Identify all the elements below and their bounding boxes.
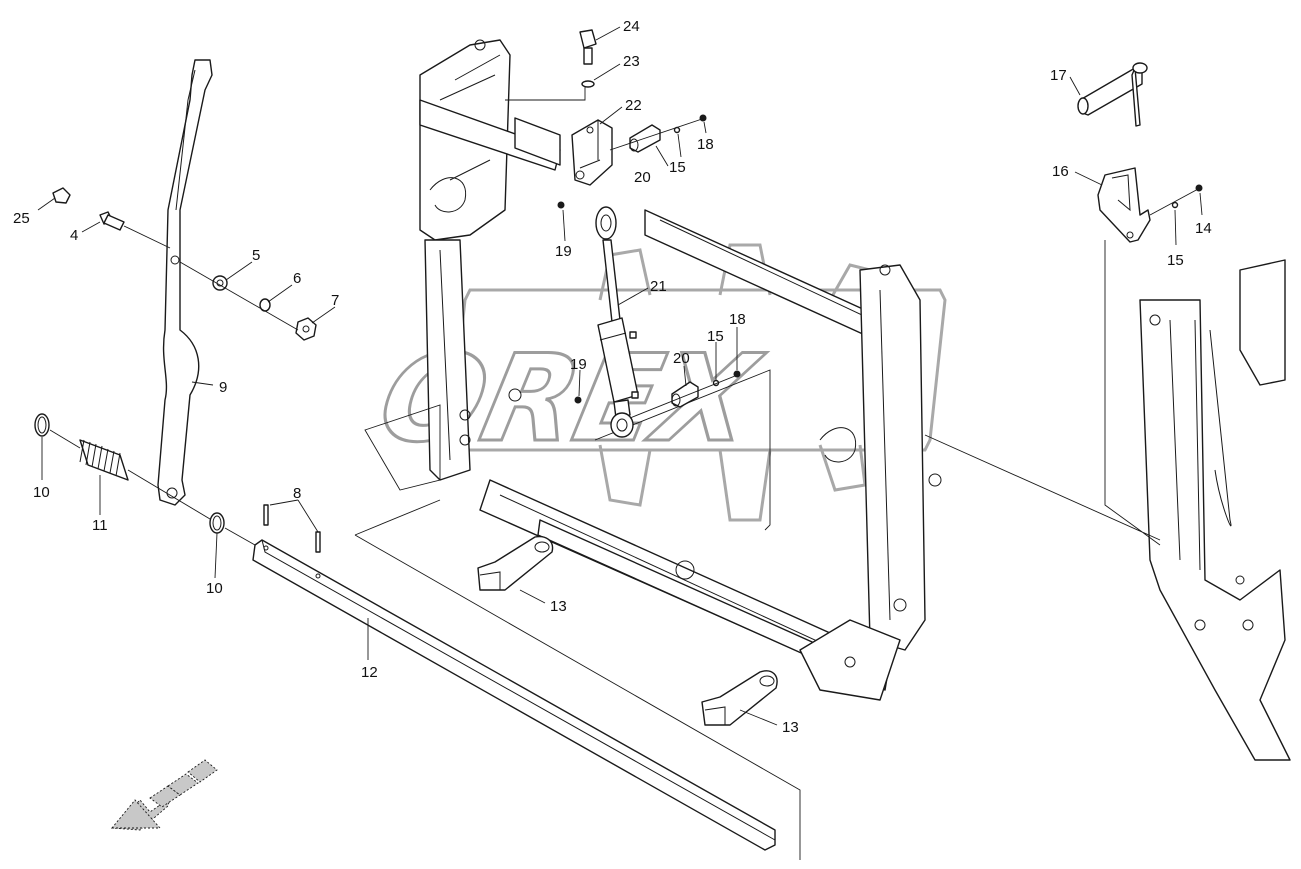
callout-10-right: 10 xyxy=(206,580,223,597)
part-11-spring xyxy=(49,429,216,523)
part-23-washer xyxy=(581,80,595,88)
part-13-crank-lower xyxy=(701,670,778,726)
right-frame-fragment xyxy=(1139,259,1291,761)
callout-25: 25 xyxy=(13,210,30,227)
right-bolt-axis xyxy=(1149,187,1201,216)
carrier-frame xyxy=(419,39,942,701)
watermark-gear-teeth xyxy=(598,243,880,522)
callout-10-left: 10 xyxy=(33,484,50,501)
part-18-bolt-upper xyxy=(699,114,707,122)
part-22-clevis xyxy=(571,119,613,186)
callout-13-upper: 13 xyxy=(550,598,567,615)
callout-21: 21 xyxy=(650,278,667,295)
part-15-washer-right xyxy=(1171,201,1179,209)
lower-pin-axis xyxy=(629,373,741,419)
part-4-bolt xyxy=(99,211,171,249)
part-21-cylinder xyxy=(595,206,639,438)
callout-8: 8 xyxy=(293,485,301,502)
callout-24: 24 xyxy=(623,18,640,35)
callout-19-upper: 19 xyxy=(555,243,572,260)
callout-14: 14 xyxy=(1195,220,1212,237)
callout-18-lower: 18 xyxy=(729,311,746,328)
direction-arrow-icon xyxy=(110,759,218,831)
upper-pin-axis xyxy=(609,117,706,151)
part-19-bolt-lower xyxy=(574,396,582,404)
bolt-axis-line xyxy=(179,261,299,331)
assembly-outlines xyxy=(354,85,1161,860)
callout-7: 7 xyxy=(331,292,339,309)
callout-labels: 25 4 5 6 7 9 10 11 10 8 12 13 13 24 23 2… xyxy=(13,18,1212,736)
callout-23: 23 xyxy=(623,53,640,70)
part-7-nut xyxy=(295,317,317,341)
callout-13-lower: 13 xyxy=(782,719,799,736)
callout-11: 11 xyxy=(92,517,108,534)
callout-22: 22 xyxy=(625,97,642,114)
part-24-bolt xyxy=(579,29,597,65)
part-10-ring-right xyxy=(209,512,225,534)
part-25-plug xyxy=(52,187,71,204)
callout-6: 6 xyxy=(293,270,301,287)
callout-9: 9 xyxy=(219,379,227,396)
part-5-washer xyxy=(212,275,228,291)
part-13-crank-upper xyxy=(477,535,554,591)
part-12-shaft xyxy=(224,527,776,851)
callout-15-right: 15 xyxy=(1167,252,1184,269)
callout-leaders xyxy=(37,26,1203,726)
part-14-bolt xyxy=(1195,184,1203,192)
callout-12: 12 xyxy=(361,664,378,681)
part-17-pin xyxy=(1077,62,1148,127)
callout-18-upper: 18 xyxy=(697,136,714,153)
callout-15-lower: 15 xyxy=(707,328,724,345)
part-9-lever xyxy=(157,59,213,506)
callout-5: 5 xyxy=(252,247,260,264)
callout-19-lower: 19 xyxy=(570,356,587,373)
part-16-bracket xyxy=(1097,167,1151,243)
part-19-bolt-upper xyxy=(557,201,565,209)
callout-20-upper: 20 xyxy=(634,169,651,186)
part-20-pin-lower xyxy=(671,381,699,408)
callout-4: 4 xyxy=(70,227,78,244)
part-10-ring-left xyxy=(34,413,50,437)
callout-15-upper: 15 xyxy=(669,159,686,176)
callout-16: 16 xyxy=(1052,163,1069,180)
callout-20-lower: 20 xyxy=(673,350,690,367)
callout-17: 17 xyxy=(1050,67,1067,84)
